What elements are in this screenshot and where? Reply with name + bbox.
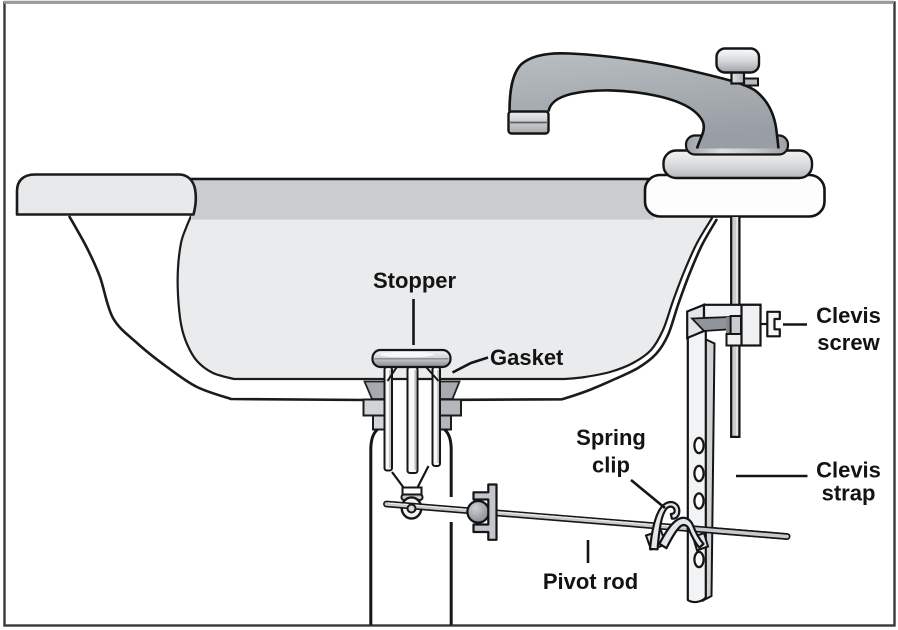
drain-pipe-left-wall (369, 428, 379, 625)
stopper-tail-neck (401, 486, 423, 496)
label-spring-clip-line1: Spring (576, 425, 646, 450)
strap-hole-1 (693, 436, 705, 455)
label-spring-clip-line2: clip (592, 453, 630, 478)
stopper-head (371, 348, 452, 369)
drain-pipe-right-wall-upper (443, 428, 453, 497)
stopper-funnel-left (391, 471, 405, 489)
strap-hole-2 (693, 464, 705, 483)
label-clevis-screw-line2: screw (817, 330, 880, 355)
clevis-strap (686, 320, 716, 604)
clevis-screw (766, 310, 781, 338)
drain-assembly (362, 348, 462, 625)
basin-water-band (191, 180, 654, 220)
label-stopper: Stopper (373, 268, 457, 293)
spring-clip (644, 500, 710, 552)
label-clevis-screw-line1: Clevis (816, 303, 881, 328)
clevis-clamp (686, 303, 781, 347)
strap-hole-4 (693, 550, 705, 569)
drain-pipe (369, 428, 453, 625)
pivot-rod-tail-fill (688, 526, 789, 539)
basin-rim (15, 173, 198, 216)
label-pivot-rod: Pivot rod (543, 569, 638, 594)
label-clevis-strap-line2: strap (822, 481, 876, 506)
pivot-nut-bracket (472, 483, 498, 541)
lift-rod-knob (715, 47, 761, 87)
leader-spring-clip (630, 478, 666, 510)
pivot-ring-hole (406, 503, 417, 514)
stopper-neck-flare-left (386, 366, 398, 382)
knob-cap (715, 47, 761, 74)
faucet-spout (509, 53, 779, 149)
stopper-head-highlight (380, 351, 434, 358)
spring-clip-band-rear (658, 516, 705, 550)
knob-ledge (743, 77, 759, 87)
stopper-neck-flare-right (425, 366, 440, 382)
clamp-lower-step (725, 333, 743, 347)
stopper-cage (383, 366, 441, 474)
label-clevis-strap-line1: Clevis (816, 458, 881, 483)
faucet-assembly (507, 47, 826, 218)
annotations (412, 299, 808, 563)
stopper-bar-left (383, 366, 393, 472)
stopper-funnel-right (416, 465, 430, 489)
spring-clip-band-front (648, 500, 681, 551)
faucet-spout-underside (547, 89, 706, 149)
basin-outer-wall-left (67, 215, 366, 402)
pivot-rod-right-tail (686, 525, 791, 540)
clevis-strap-holes (693, 436, 705, 569)
faucet-aerator-tip (507, 110, 550, 135)
strap-hole-3 (693, 492, 705, 510)
pivot-ball (466, 499, 491, 524)
clamp-right-block (740, 303, 762, 347)
sink-basin (15, 173, 719, 402)
basin-outer-wall-right (460, 218, 719, 402)
sink-deck (643, 173, 826, 218)
leader-gasket (451, 356, 489, 374)
label-texts: Stopper Gasket Spring clip Pivot rod Cle… (373, 268, 881, 594)
basin-interior (176, 177, 714, 381)
label-gasket: Gasket (490, 345, 564, 370)
faucet-spout-outline (508, 51, 780, 149)
